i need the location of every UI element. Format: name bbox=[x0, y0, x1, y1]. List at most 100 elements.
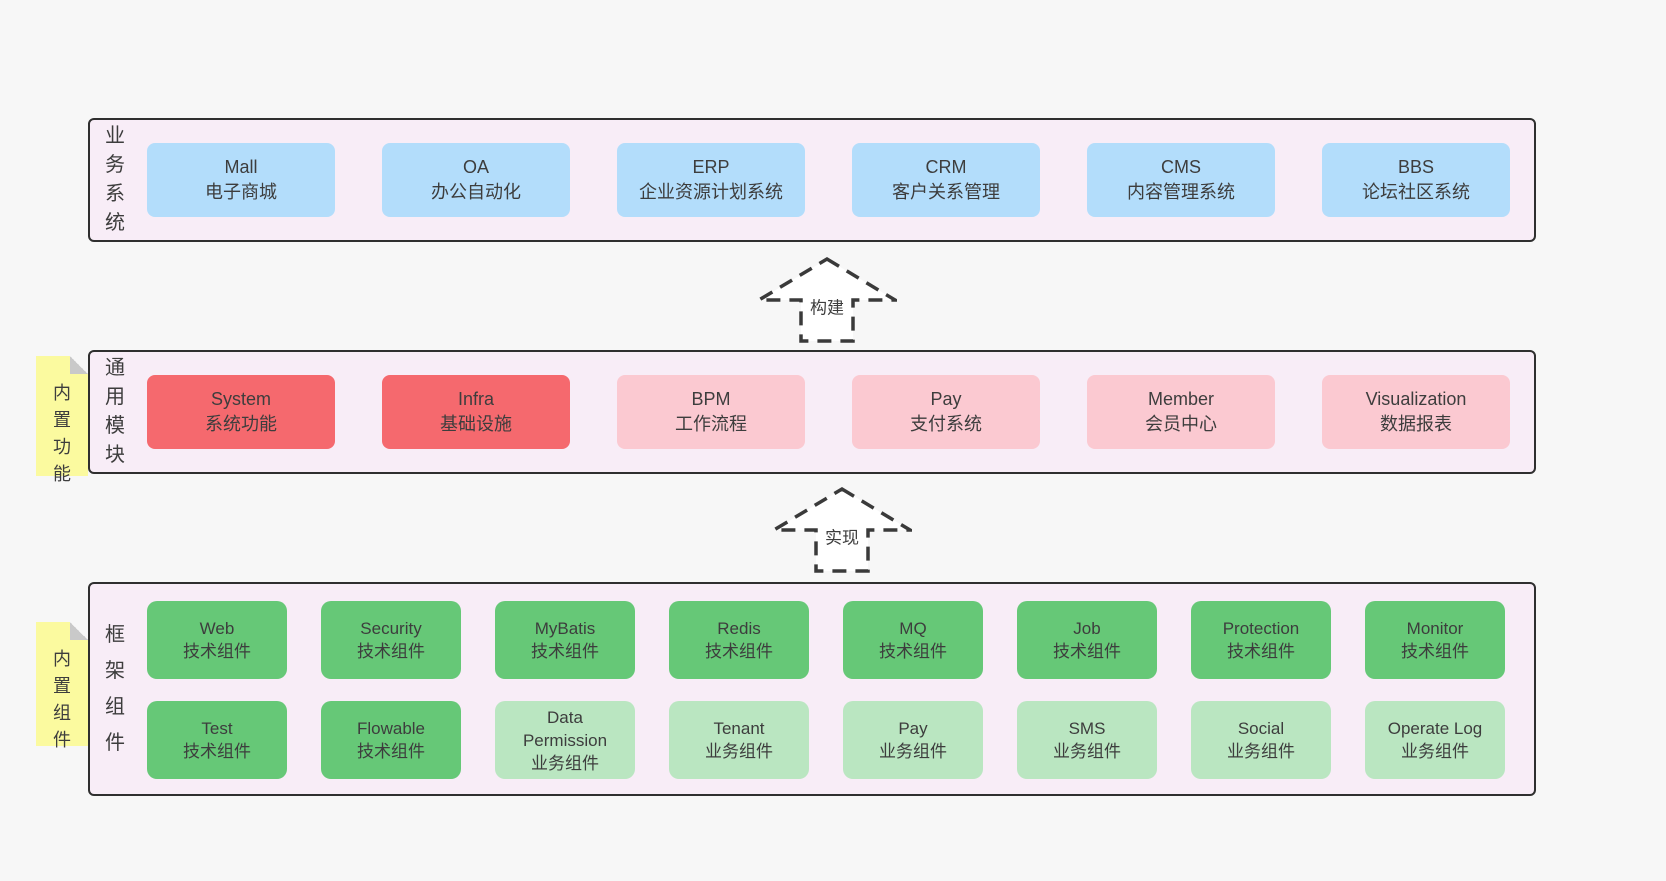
box-name: Security bbox=[360, 619, 422, 638]
box-name: SMS bbox=[1068, 719, 1106, 738]
box-name: Pay bbox=[898, 719, 928, 738]
box-mq: MQ 技术组件 bbox=[843, 601, 983, 679]
box-tenant: Tenant 业务组件 bbox=[669, 701, 809, 779]
box-name: Visualization bbox=[1365, 389, 1467, 409]
box-bbs: BBS 论坛社区系统 bbox=[1322, 143, 1510, 217]
box-subtitle: 支付系统 bbox=[910, 414, 982, 434]
box-data-permission: Data Permission 业务组件 bbox=[495, 701, 635, 779]
box-name: Protection bbox=[1222, 619, 1300, 638]
box-mybatis: MyBatis 技术组件 bbox=[495, 601, 635, 679]
box-name: Tenant bbox=[713, 719, 765, 738]
box-subtitle: 客户关系管理 bbox=[892, 182, 1000, 202]
box-name: Member bbox=[1147, 389, 1214, 409]
box-mall: Mall 电子商城 bbox=[147, 143, 335, 217]
box-subtitle: 基础设施 bbox=[440, 414, 512, 434]
box-operate-log: Operate Log 业务组件 bbox=[1365, 701, 1505, 779]
box-subtitle: 业务组件 bbox=[705, 742, 773, 761]
box-subtitle: 业务组件 bbox=[531, 753, 599, 773]
band-framework-components: 框架组件 Web 技术组件 Security 技术组件 MyBatis 技术组件… bbox=[88, 582, 1536, 796]
box-subtitle: 论坛社区系统 bbox=[1362, 182, 1470, 202]
box-name: MQ bbox=[899, 619, 927, 638]
box-subtitle: 工作流程 bbox=[675, 414, 747, 434]
box-name: Web bbox=[199, 619, 235, 638]
modules-box-row: System 系统功能 Infra 基础设施 BPM 工作流程 Pay 支付系统… bbox=[147, 375, 1510, 449]
box-subtitle: 技术组件 bbox=[705, 642, 773, 661]
box-name: Pay bbox=[930, 389, 962, 409]
box-subtitle: 企业资源计划系统 bbox=[639, 182, 783, 202]
implement-arrow-icon: 实现 bbox=[772, 486, 912, 574]
build-arrow-icon: 构建 bbox=[757, 256, 897, 344]
box-subtitle: 技术组件 bbox=[531, 642, 599, 661]
box-pay-business: Pay 业务组件 bbox=[843, 701, 983, 779]
box-flowable: Flowable 技术组件 bbox=[321, 701, 461, 779]
box-member: Member 会员中心 bbox=[1087, 375, 1275, 449]
box-name: System bbox=[210, 389, 271, 409]
box-name: Operate Log bbox=[1387, 719, 1483, 738]
box-subtitle: 业务组件 bbox=[879, 742, 947, 761]
framework-row-2: Test 技术组件 Flowable 技术组件 Data Permission … bbox=[147, 701, 1505, 779]
band-modules-label: 通用模块 bbox=[105, 357, 125, 466]
box-subtitle: 技术组件 bbox=[1053, 642, 1121, 661]
box-subtitle: 技术组件 bbox=[183, 642, 251, 661]
box-subtitle: 会员中心 bbox=[1145, 414, 1217, 434]
band-business-systems: 业务系统 Mall 电子商城 OA 办公自动化 ERP 企业资源计划系统 CRM… bbox=[88, 118, 1536, 242]
box-security: Security 技术组件 bbox=[321, 601, 461, 679]
box-name: ERP bbox=[692, 157, 730, 177]
box-sms: SMS 业务组件 bbox=[1017, 701, 1157, 779]
box-oa: OA 办公自动化 bbox=[382, 143, 570, 217]
box-name: Social bbox=[1237, 719, 1285, 738]
box-name: Mall bbox=[224, 157, 258, 177]
sticky-note-built-in-features: 内置功能 bbox=[36, 356, 88, 484]
box-protection: Protection 技术组件 bbox=[1191, 601, 1331, 679]
box-subtitle: 系统功能 bbox=[205, 414, 277, 434]
box-name: CMS bbox=[1161, 157, 1201, 177]
box-monitor: Monitor 技术组件 bbox=[1365, 601, 1505, 679]
box-name: BBS bbox=[1397, 157, 1435, 177]
box-subtitle: 业务组件 bbox=[1227, 742, 1295, 761]
band-business-label: 业务系统 bbox=[105, 125, 125, 234]
box-subtitle: 技术组件 bbox=[357, 642, 425, 661]
box-job: Job 技术组件 bbox=[1017, 601, 1157, 679]
box-name: MyBatis bbox=[534, 619, 596, 638]
box-subtitle: 技术组件 bbox=[1227, 642, 1295, 661]
box-pay: Pay 支付系统 bbox=[852, 375, 1040, 449]
box-subtitle: 技术组件 bbox=[183, 742, 251, 761]
box-subtitle: 数据报表 bbox=[1380, 414, 1452, 434]
box-name: Monitor bbox=[1406, 619, 1464, 638]
box-social: Social 业务组件 bbox=[1191, 701, 1331, 779]
box-crm: CRM 客户关系管理 bbox=[852, 143, 1040, 217]
business-box-row: Mall 电子商城 OA 办公自动化 ERP 企业资源计划系统 CRM 客户关系… bbox=[147, 143, 1510, 217]
box-name: Redis bbox=[717, 619, 761, 638]
box-name: Job bbox=[1073, 619, 1101, 638]
box-erp: ERP 企业资源计划系统 bbox=[617, 143, 805, 217]
box-web: Web 技术组件 bbox=[147, 601, 287, 679]
band-framework-label: 框架组件 bbox=[105, 624, 125, 754]
box-subtitle: 技术组件 bbox=[879, 642, 947, 661]
box-subtitle: 业务组件 bbox=[1053, 742, 1121, 761]
box-subtitle: 办公自动化 bbox=[431, 182, 521, 202]
box-name: Flowable bbox=[356, 719, 426, 738]
band-common-modules: 通用模块 System 系统功能 Infra 基础设施 BPM 工作流程 Pay… bbox=[88, 350, 1536, 474]
box-name: Infra bbox=[457, 389, 495, 409]
framework-row-1: Web 技术组件 Security 技术组件 MyBatis 技术组件 Redi… bbox=[147, 601, 1505, 679]
box-visualization: Visualization 数据报表 bbox=[1322, 375, 1510, 449]
build-arrow-label: 构建 bbox=[807, 293, 847, 319]
sticky-note-built-in-components: 内置组件 bbox=[36, 622, 88, 750]
implement-arrow-label: 实现 bbox=[822, 523, 862, 549]
box-subtitle: 技术组件 bbox=[1401, 642, 1469, 661]
box-subtitle: 技术组件 bbox=[357, 742, 425, 761]
box-name: Data Permission bbox=[522, 707, 608, 750]
box-system: System 系统功能 bbox=[147, 375, 335, 449]
box-subtitle: 内容管理系统 bbox=[1127, 182, 1235, 202]
box-infra: Infra 基础设施 bbox=[382, 375, 570, 449]
box-name: CRM bbox=[925, 157, 967, 177]
box-bpm: BPM 工作流程 bbox=[617, 375, 805, 449]
box-name: BPM bbox=[691, 389, 731, 409]
box-subtitle: 业务组件 bbox=[1401, 742, 1469, 761]
box-name: OA bbox=[462, 157, 489, 177]
box-redis: Redis 技术组件 bbox=[669, 601, 809, 679]
box-cms: CMS 内容管理系统 bbox=[1087, 143, 1275, 217]
box-subtitle: 电子商城 bbox=[205, 182, 277, 202]
box-name: Test bbox=[201, 719, 233, 738]
